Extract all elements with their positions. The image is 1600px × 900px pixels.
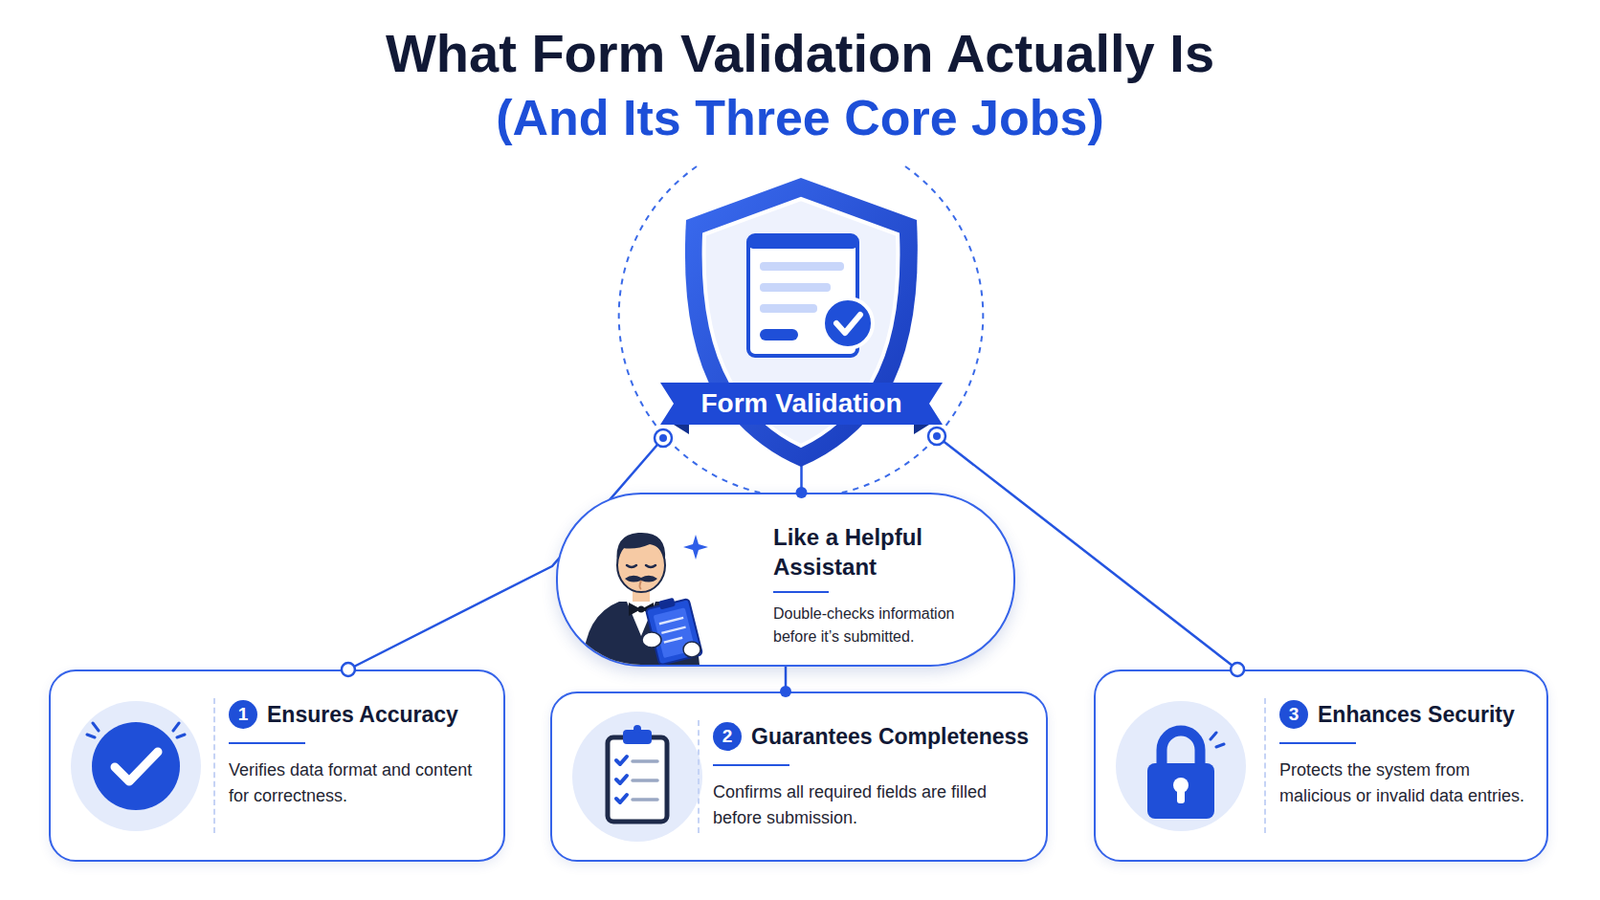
subtitle: (And Its Three Core Jobs)	[0, 89, 1600, 148]
junction-ring	[928, 427, 946, 445]
card-heading: Enhances Security	[1317, 701, 1515, 730]
card-text: 3 Enhances SecurityProtects the system fr…	[1279, 700, 1537, 810]
ribbon-text-holder: Form Validation	[675, 382, 928, 425]
shield-art	[660, 170, 943, 472]
junction-dot	[659, 434, 667, 443]
heading-underline	[1279, 742, 1356, 745]
card-body: Confirms all required fields are filled …	[712, 779, 1037, 832]
card-text: 2 Guarantees CompletenessConfirms all req…	[712, 722, 1037, 832]
heading-underline	[228, 742, 306, 745]
card-body: Protects the system from malicious or in…	[1279, 757, 1537, 810]
card-body: Verifies data format and content for cor…	[228, 757, 494, 810]
card-heading-row: 3 Enhances Security	[1279, 700, 1537, 730]
padlock-icon	[1109, 694, 1253, 839]
callout-number: 2	[712, 722, 742, 752]
butler-illustration	[569, 496, 713, 666]
connector	[784, 666, 788, 692]
connector	[800, 466, 803, 493]
pill-text: Like a Helpful AssistantDouble-checks in…	[773, 523, 1001, 648]
dashed-divider	[213, 698, 216, 834]
junction-dot	[796, 487, 808, 499]
dashed-divider	[697, 720, 700, 834]
dashed-divider	[1264, 698, 1267, 834]
title: What Form Validation Actually Is	[0, 22, 1600, 85]
ribbon-label: Form Validation	[700, 388, 902, 420]
card-heading-row: 2 Guarantees Completeness	[712, 722, 1037, 752]
job-card: 1 Ensures AccuracyVerifies data format an…	[48, 669, 506, 863]
card-text: 1 Ensures AccuracyVerifies data format an…	[228, 700, 494, 810]
card-heading: Guarantees Completeness	[751, 723, 1029, 752]
card-heading-row: 1 Ensures Accuracy	[228, 700, 494, 730]
check-icon	[64, 694, 208, 839]
job-card: 2 Guarantees CompletenessConfirms all req…	[550, 691, 1048, 863]
heading-underline	[773, 591, 829, 594]
job-card: 3 Enhances SecurityProtects the system fr…	[1093, 669, 1549, 863]
junction-ring	[654, 429, 672, 447]
callout-number: 1	[228, 700, 258, 730]
junction-ring	[1230, 663, 1245, 677]
shield-node: Form Validation	[660, 170, 943, 472]
card-heading: Ensures Accuracy	[266, 701, 459, 730]
clipboard-icon	[565, 705, 710, 849]
callout-number: 3	[1279, 700, 1309, 730]
heading-underline	[712, 764, 790, 767]
assistant-pill: Like a Helpful AssistantDouble-checks in…	[555, 492, 1016, 667]
junction-dot	[779, 686, 792, 698]
pill-heading: Like a Helpful Assistant	[773, 523, 1001, 582]
junction-ring	[341, 663, 356, 677]
pill-body: Double-checks information before it’s su…	[773, 602, 1001, 647]
junction-dot	[933, 432, 941, 441]
